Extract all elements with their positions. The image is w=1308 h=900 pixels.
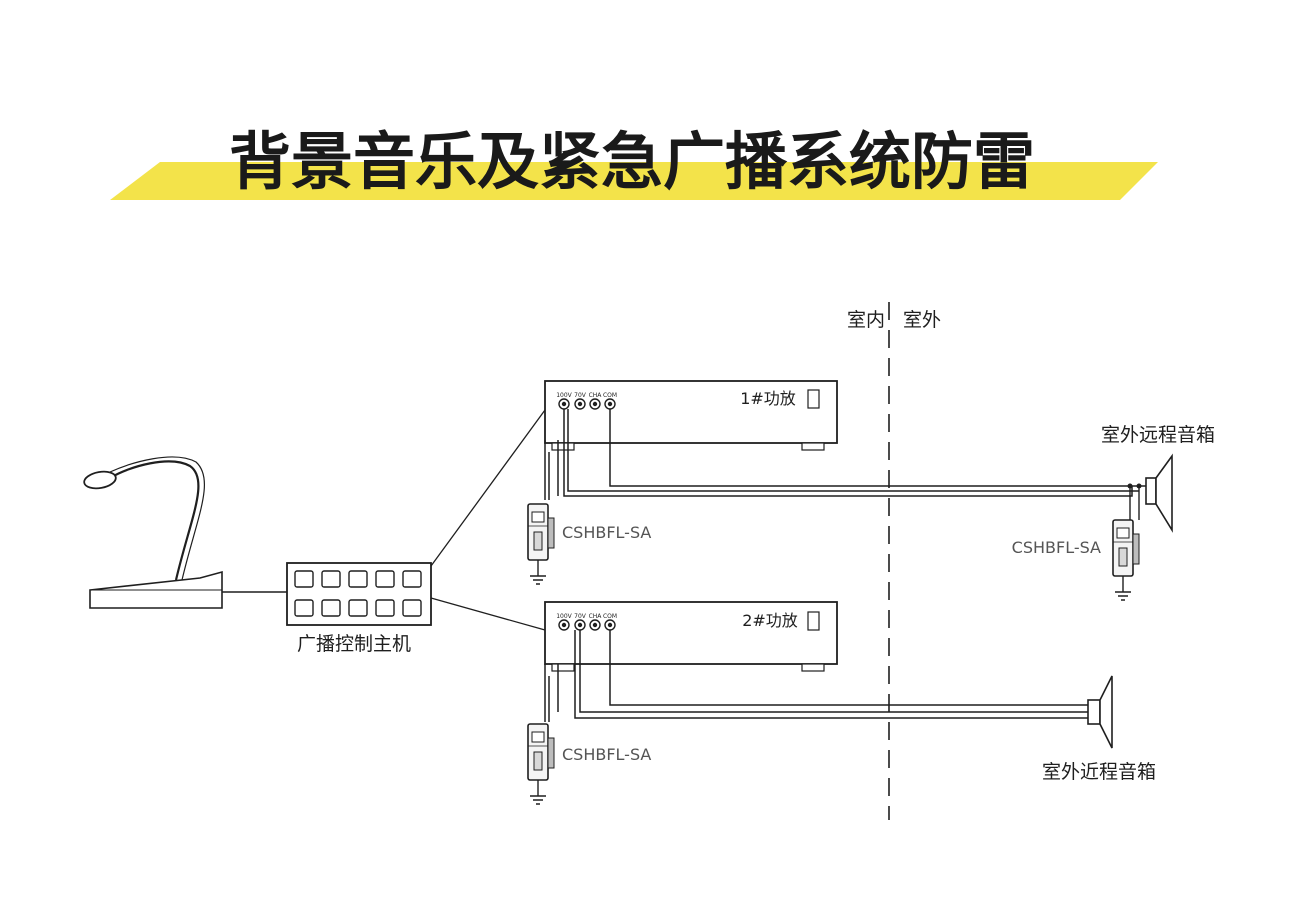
amp2-port-cha xyxy=(589,619,601,631)
amp1-port-100v-label: 100V xyxy=(556,392,572,399)
near-speaker: 室外近程音箱 xyxy=(1042,675,1156,783)
controller-label: 广播控制主机 xyxy=(297,633,411,655)
amp2-power-switch xyxy=(807,611,820,631)
amp2-port-70v xyxy=(574,619,586,631)
amp1-port-70v xyxy=(574,398,586,410)
microphone-icon xyxy=(83,456,223,609)
ground-icon xyxy=(529,795,547,805)
surge-protector-remote: CSHBFL-SA xyxy=(1012,486,1140,601)
amp2-port-100v xyxy=(558,619,570,631)
amp1-label: 1#功放 xyxy=(740,389,796,408)
speaker-horn-icon xyxy=(1099,675,1113,749)
link-amp1 xyxy=(430,409,546,567)
amp2-port-com-label: COM xyxy=(603,613,617,620)
amp2-port-cha-label: CHA xyxy=(589,613,603,620)
indoor-outdoor-boundary: 室内 室外 xyxy=(847,302,941,820)
amp1-port-com xyxy=(604,398,616,410)
spd-amp1-label: CSHBFL-SA xyxy=(562,523,651,542)
ground-icon xyxy=(1114,591,1132,601)
amp1-port-com-label: COM xyxy=(603,392,617,399)
amp2-label: 2#功放 xyxy=(742,611,798,630)
amp1-port-cha xyxy=(589,398,601,410)
page-title: 背景音乐及紧急广播系统防雷 xyxy=(229,125,1035,198)
amp2-port-70v-label: 70V xyxy=(574,613,587,620)
surge-protector-amp2: CSHBFL-SA xyxy=(527,723,651,805)
speaker-horn-icon xyxy=(1155,453,1173,533)
amp2-port-com xyxy=(604,619,616,631)
indoor-label: 室内 xyxy=(847,309,885,331)
amp1-port-70v-label: 70V xyxy=(574,392,587,399)
broadcast-controller: 广播控制主机 xyxy=(286,562,432,655)
surge-protector-icon xyxy=(1112,519,1140,577)
amplifier-2: 100V 70V CHA COM 2#功放 xyxy=(544,601,838,672)
link-amp2 xyxy=(430,597,546,631)
remote-speaker: 室外远程音箱 xyxy=(1101,424,1215,533)
spd-remote-label: CSHBFL-SA xyxy=(1012,538,1101,557)
title-banner: 背景音乐及紧急广播系统防雷 xyxy=(110,125,1158,200)
surge-protector-icon xyxy=(527,503,555,561)
amp1-port-cha-label: CHA xyxy=(589,392,603,399)
remote-speaker-label: 室外远程音箱 xyxy=(1101,424,1215,446)
surge-protector-amp1: CSHBFL-SA xyxy=(527,503,651,585)
amp2-output-wiring xyxy=(544,630,1088,722)
amp1-port-100v xyxy=(558,398,570,410)
near-speaker-label: 室外近程音箱 xyxy=(1042,761,1156,783)
surge-protector-icon xyxy=(527,723,555,781)
spd-amp2-label: CSHBFL-SA xyxy=(562,745,651,764)
title-highlight xyxy=(110,162,1158,200)
amp1-output-wiring xyxy=(544,409,1146,500)
amplifier-1: 100V 70V CHA COM 1#功放 xyxy=(544,380,838,451)
amp2-port-100v-label: 100V xyxy=(556,613,572,620)
ground-icon xyxy=(529,575,547,585)
amp1-power-switch xyxy=(807,389,820,409)
outdoor-label: 室外 xyxy=(903,309,941,331)
